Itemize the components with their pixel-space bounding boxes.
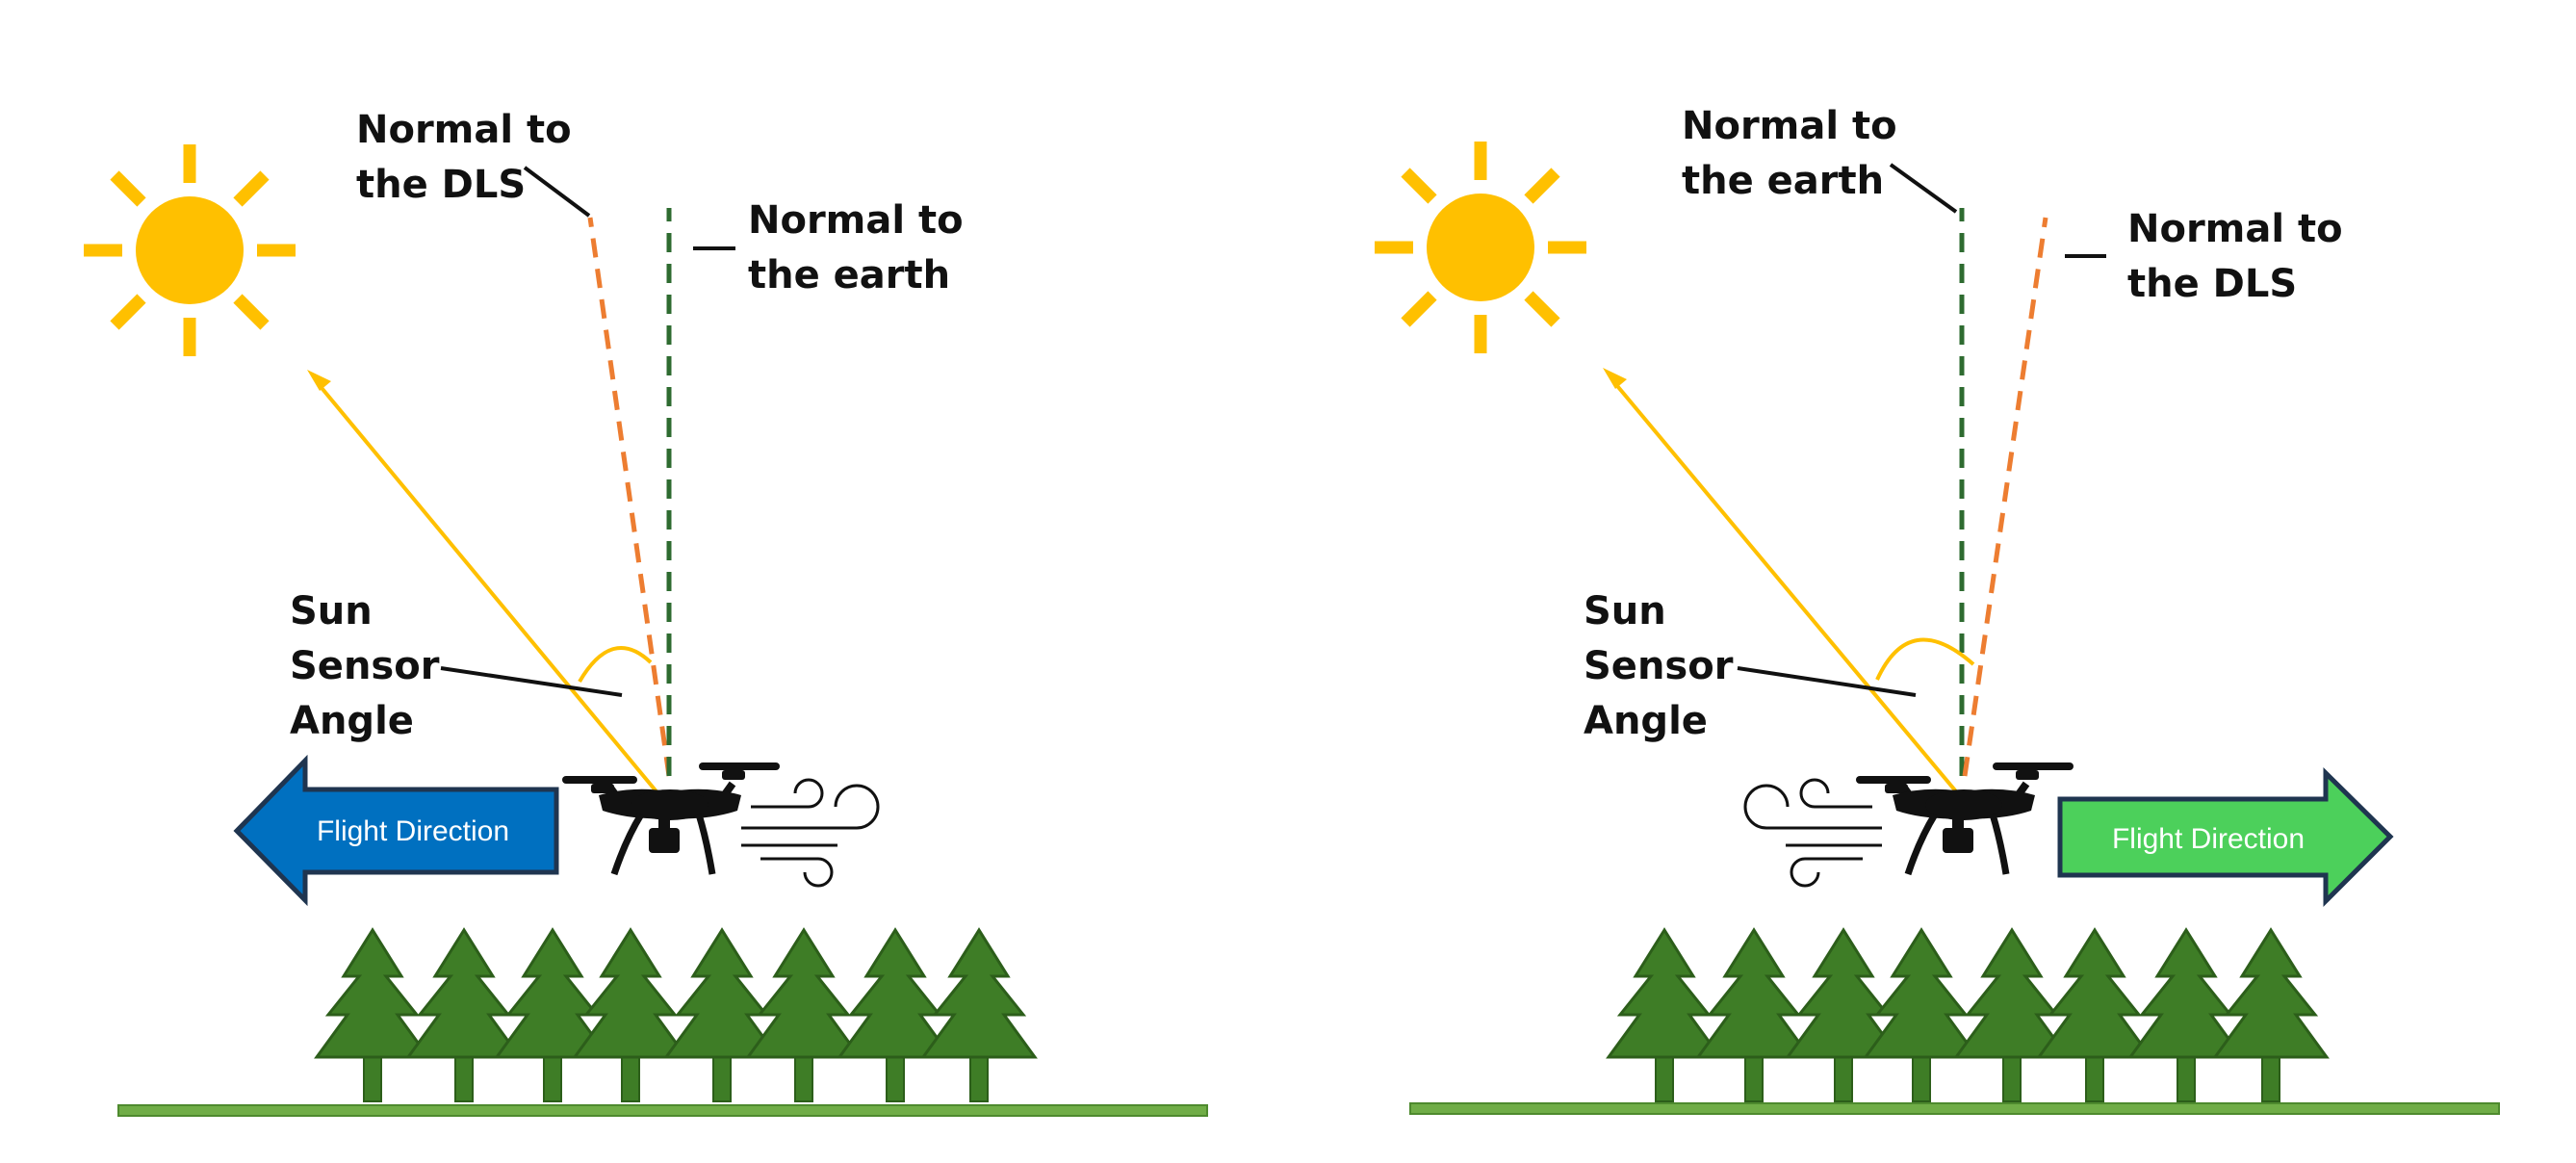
tree-icon <box>921 928 1037 1103</box>
dls-normal-line <box>587 217 672 777</box>
sun-sensor-angle-arc <box>1875 637 1975 681</box>
ground-strip <box>1409 1102 2500 1115</box>
drone-icon <box>562 762 780 874</box>
ground-strip <box>117 1104 1208 1117</box>
flight-direction-arrow <box>2057 767 2394 908</box>
sun-ray-arrowhead <box>1603 368 1627 389</box>
sun-icon <box>84 144 296 356</box>
drone-icon <box>1856 762 2074 874</box>
flight-direction-label: Flight Direction <box>2112 823 2305 855</box>
angle-label-leader <box>1737 666 1917 697</box>
tree-icon <box>1864 928 1979 1103</box>
tree-icon <box>1696 928 1812 1103</box>
label-sun-sensor-angle: Sun Sensor Angle <box>1584 589 1746 743</box>
right-panel: Normal to the earth Normal to the DLS Su… <box>1375 104 2500 1115</box>
label-sun-sensor-angle: Sun Sensor Angle <box>290 589 452 743</box>
left-panel: Normal to the DLS Normal to the earth Su… <box>84 108 1208 1117</box>
flight-direction-label: Flight Direction <box>317 815 509 847</box>
dls-normal-line <box>1962 217 2048 777</box>
label-normal-earth: Normal to the earth <box>748 198 977 297</box>
flight-direction-arrow <box>233 754 559 907</box>
sun-ray-line <box>1611 379 1967 804</box>
sun-sensor-angle-arc <box>578 646 653 684</box>
tree-icon <box>2037 928 2152 1103</box>
tree-icon <box>573 928 688 1103</box>
tree-icon <box>1607 928 1722 1103</box>
tree-row <box>315 928 1037 1103</box>
angle-label-leader <box>440 666 623 697</box>
tree-icon <box>746 928 862 1103</box>
tree-row <box>1607 928 2329 1103</box>
tree-icon <box>406 928 522 1103</box>
tree-icon <box>315 928 430 1103</box>
earth-label-leader <box>1889 163 1958 214</box>
label-normal-earth: Normal to the earth <box>1682 104 1911 203</box>
wind-icon <box>739 778 880 888</box>
sun-icon <box>1375 142 1586 353</box>
label-normal-dls: Normal to the DLS <box>356 108 585 207</box>
wind-icon <box>1743 778 1884 888</box>
sun-ray-arrowhead <box>307 370 331 391</box>
tree-icon <box>2213 928 2329 1103</box>
sun-ray-line <box>316 381 671 809</box>
dls-label-leader <box>523 166 591 218</box>
label-normal-dls: Normal to the DLS <box>2127 207 2357 306</box>
